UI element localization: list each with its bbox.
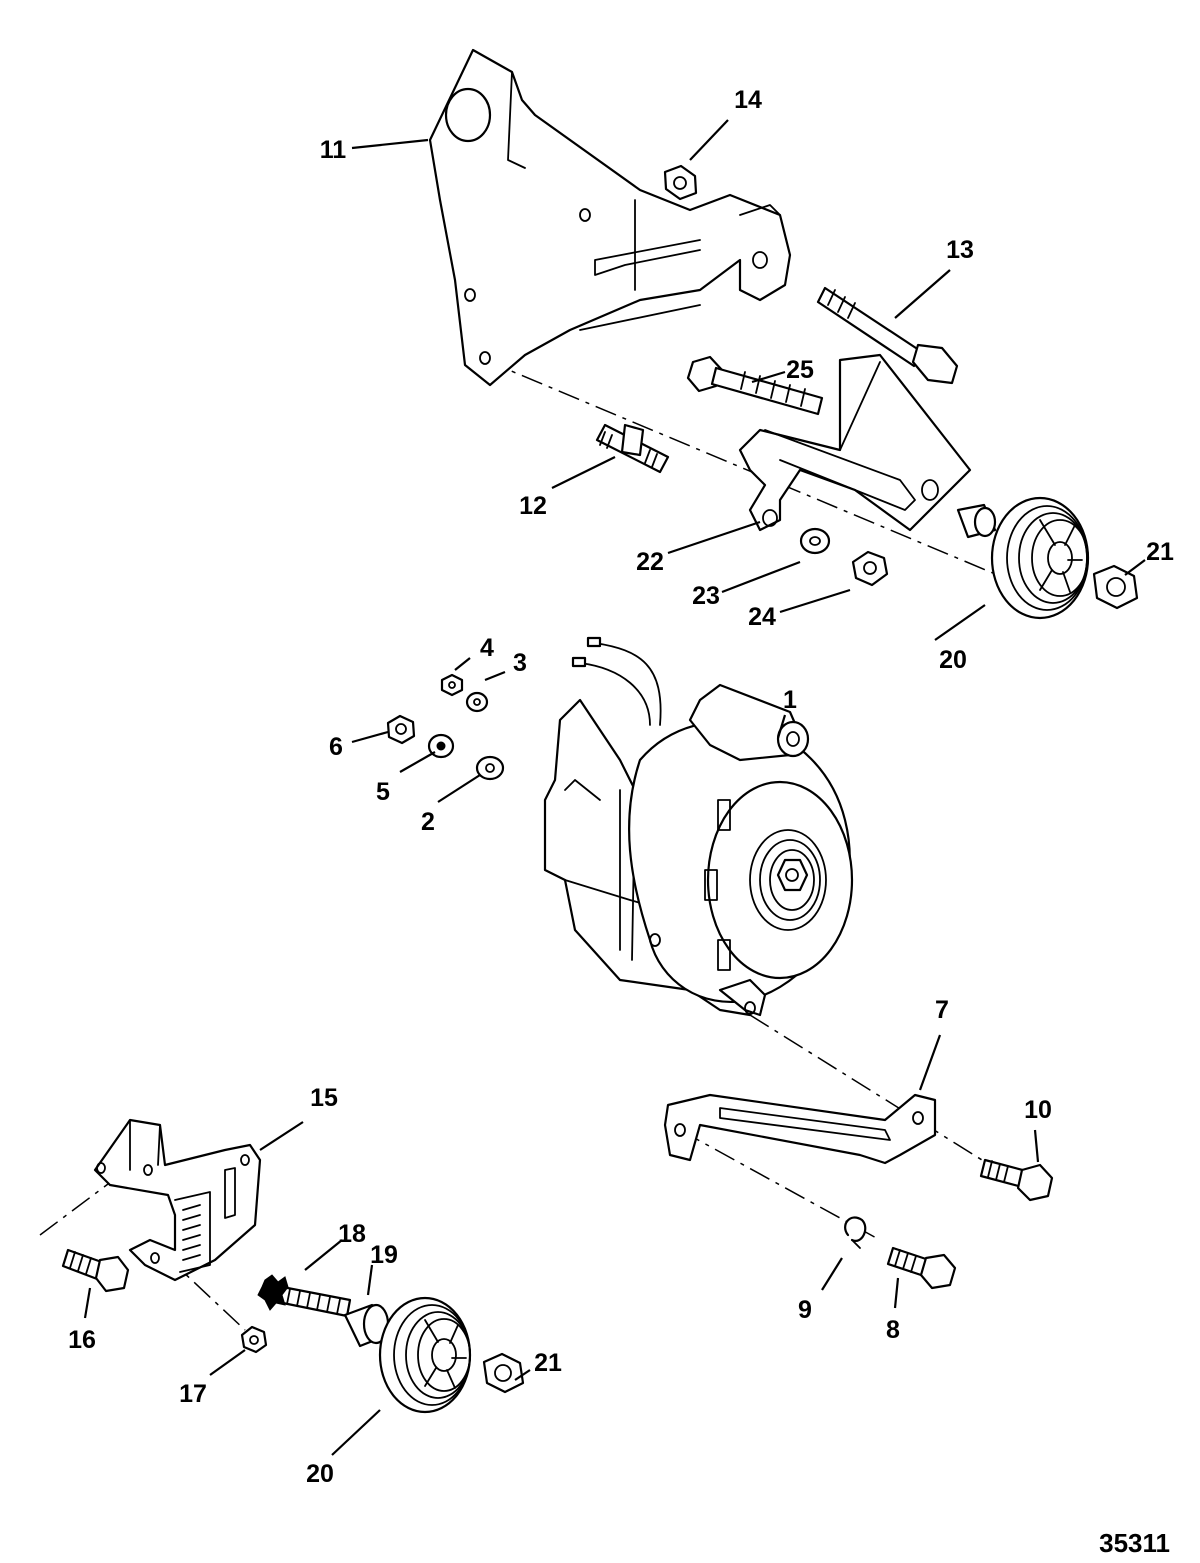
callout-21b: 21 xyxy=(534,1349,562,1377)
leader-21a xyxy=(1124,559,1146,576)
adjusting-brace-7 xyxy=(663,1093,937,1165)
leader-6 xyxy=(351,730,389,744)
leader-13 xyxy=(894,269,951,319)
leader-19 xyxy=(366,1264,374,1296)
leader-16 xyxy=(83,1287,92,1319)
callout-7: 7 xyxy=(935,996,949,1024)
callout-3: 3 xyxy=(513,649,527,677)
leader-20b xyxy=(331,1409,381,1456)
callout-22: 22 xyxy=(636,548,664,576)
leader-22 xyxy=(667,520,761,555)
callout-21a: 21 xyxy=(1146,538,1174,566)
leader-lines xyxy=(83,119,1146,1456)
bolt-10 xyxy=(979,1158,1054,1202)
washer-2 xyxy=(475,755,505,781)
leader-5 xyxy=(399,751,436,773)
callout-19: 19 xyxy=(370,1241,398,1269)
callout-16: 16 xyxy=(68,1326,96,1354)
nut-21-top xyxy=(1092,564,1139,610)
leader-24 xyxy=(779,588,851,614)
callout-14: 14 xyxy=(734,86,762,114)
callout-24: 24 xyxy=(748,603,776,631)
callout-13: 13 xyxy=(946,236,974,264)
leader-23 xyxy=(721,560,801,594)
washer-23 xyxy=(799,527,831,555)
nut-4 xyxy=(440,673,464,697)
idler-bracket-15 xyxy=(93,1118,262,1282)
leader-21b xyxy=(514,1369,531,1381)
nut-14 xyxy=(663,164,698,201)
callout-11: 11 xyxy=(320,136,347,164)
lockwasher-9 xyxy=(844,1216,867,1249)
nut-21-bottom xyxy=(482,1352,525,1394)
callout-2: 2 xyxy=(421,808,435,836)
bolt-25 xyxy=(686,355,824,416)
bolt-16 xyxy=(61,1248,130,1293)
nut-24 xyxy=(851,550,889,587)
callout-10: 10 xyxy=(1024,1096,1052,1124)
leader-18 xyxy=(304,1239,343,1271)
spacer-top xyxy=(956,503,997,539)
callout-23: 23 xyxy=(692,582,720,610)
leader-7 xyxy=(918,1034,942,1091)
leader-10 xyxy=(1033,1129,1040,1163)
leader-4 xyxy=(454,657,471,671)
leader-11 xyxy=(351,138,429,150)
callout-17: 17 xyxy=(179,1380,207,1408)
stud-18 xyxy=(257,1274,352,1318)
callout-4: 4 xyxy=(480,634,494,662)
leader-14 xyxy=(689,119,729,161)
callout-9: 9 xyxy=(798,1296,812,1324)
callout-labels: 1 2 3 4 5 6 7 8 9 10 11 12 13 14 15 16 1… xyxy=(68,86,1174,1488)
spacer-19 xyxy=(343,1303,390,1348)
stud-12 xyxy=(595,423,670,474)
callout-12: 12 xyxy=(519,492,547,520)
leader-8 xyxy=(893,1277,900,1309)
callout-15: 15 xyxy=(310,1084,338,1112)
callout-20b: 20 xyxy=(306,1460,334,1488)
callout-5: 5 xyxy=(376,778,390,806)
figure-number: 35311 xyxy=(1099,1528,1170,1558)
bolt-13 xyxy=(816,286,959,385)
callout-20a: 20 xyxy=(939,646,967,674)
washer-5 xyxy=(427,733,455,759)
leader-12 xyxy=(551,456,616,489)
alternator-1 xyxy=(543,636,854,1017)
pulley-20-bottom xyxy=(378,1296,472,1414)
leader-15 xyxy=(259,1121,304,1151)
pulley-20-top xyxy=(990,496,1090,620)
leader-3 xyxy=(484,670,506,682)
bolt-8 xyxy=(886,1246,957,1290)
leader-2 xyxy=(437,774,481,803)
nut-6 xyxy=(386,714,416,745)
leader-20a xyxy=(934,604,986,641)
idler-bracket-22 xyxy=(738,353,972,532)
washer-3 xyxy=(465,691,489,713)
callout-25: 25 xyxy=(786,356,814,384)
callout-6: 6 xyxy=(329,733,343,761)
leader-9 xyxy=(821,1257,843,1291)
callout-18: 18 xyxy=(338,1220,366,1248)
callout-1: 1 xyxy=(783,686,797,714)
nut-17 xyxy=(240,1325,268,1354)
leader-25 xyxy=(751,370,786,384)
callout-8: 8 xyxy=(886,1316,900,1344)
leader-17 xyxy=(209,1349,246,1376)
mounting-bracket-11 xyxy=(428,48,792,387)
leader-1 xyxy=(776,714,787,739)
